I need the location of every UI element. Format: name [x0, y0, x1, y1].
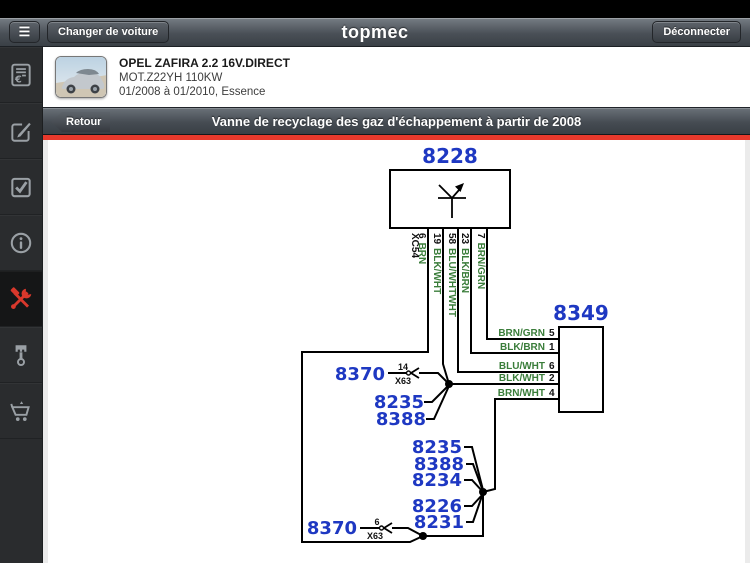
checklist-icon: [11, 177, 31, 197]
sidebar-item-checklist[interactable]: [0, 159, 42, 215]
page-title: Vanne de recyclage des gaz d'échappement…: [211, 114, 582, 129]
accent-divider: [43, 135, 750, 140]
sidebar-item-invoice[interactable]: €: [0, 47, 42, 103]
back-button[interactable]: Retour: [51, 112, 111, 132]
tools-icon: [10, 286, 32, 309]
scroll-gutter-left: [43, 140, 48, 563]
sidebar-item-piston[interactable]: [0, 327, 42, 383]
navigation-bar: topmec ☰ Changer de voiture Déconnecter: [0, 18, 750, 47]
info-icon: [10, 232, 32, 253]
sidebar: €: [0, 47, 43, 563]
vehicle-title: OPEL ZAFIRA 2.2 16V.DIRECT: [119, 56, 290, 70]
sidebar-item-cart[interactable]: [0, 383, 42, 439]
piston-icon: [15, 344, 27, 366]
vehicle-thumbnail: [55, 56, 107, 98]
vehicle-period: 01/2008 à 01/2010, Essence: [119, 86, 266, 98]
status-bar: [0, 0, 750, 18]
scrollbar-track[interactable]: [745, 140, 750, 563]
car-photo: [56, 57, 106, 97]
sidebar-item-edit[interactable]: [0, 103, 42, 159]
app-title: topmec: [341, 22, 409, 42]
wiring-diagram-canvas: [43, 140, 750, 563]
vehicle-info: OPEL ZAFIRA 2.2 16V.DIRECT MOT.Z22YH 110…: [119, 56, 290, 99]
change-car-button[interactable]: Changer de voiture: [47, 21, 170, 43]
hamburger-menu-button[interactable]: ☰: [9, 21, 40, 43]
invoice-icon: €: [11, 63, 31, 86]
edit-icon: [11, 122, 31, 142]
sidebar-item-tools[interactable]: [0, 271, 42, 327]
vehicle-header: OPEL ZAFIRA 2.2 16V.DIRECT MOT.Z22YH 110…: [43, 47, 750, 107]
hamburger-icon: ☰: [18, 24, 31, 39]
cart-icon: [10, 400, 30, 421]
vehicle-engine: MOT.Z22YH 110KW: [119, 72, 223, 84]
logout-button[interactable]: Déconnecter: [652, 21, 741, 43]
sidebar-item-info[interactable]: [0, 215, 42, 271]
svg-text:€: €: [14, 74, 22, 85]
diagram-title-bar: Vanne de recyclage des gaz d'échappement…: [43, 107, 750, 135]
